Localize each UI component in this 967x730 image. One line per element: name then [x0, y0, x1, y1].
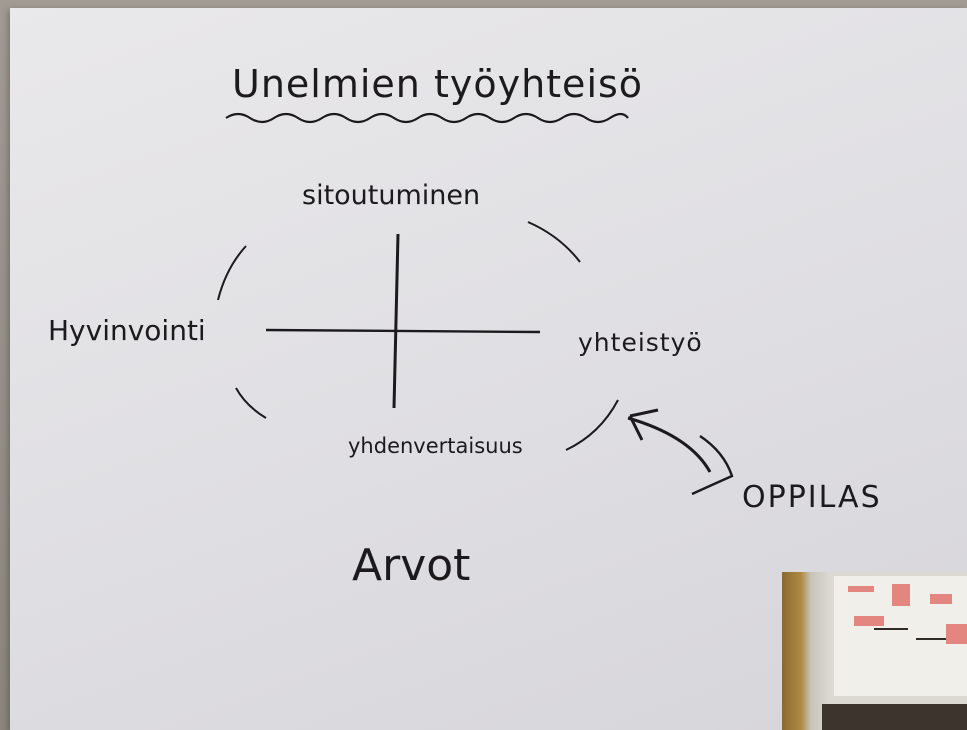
quadrant-right-label: yhteistyö — [578, 328, 703, 357]
quadrant-top-label: sitoutuminen — [302, 180, 481, 211]
arc-bottom-left — [235, 387, 267, 419]
pinned-sheet — [834, 576, 967, 696]
student-label: OPPILAS — [742, 480, 882, 515]
arrow-lower-chevron — [691, 435, 734, 496]
dark-object — [822, 704, 967, 730]
title-text: Unelmien työyhteisö — [232, 62, 644, 106]
quadrant-left-label: Hyvinvointi — [48, 314, 206, 347]
arc-top-left — [217, 245, 247, 301]
quadrant-bottom-label: yhdenvertaisuus — [348, 434, 523, 458]
center-label: Arvot — [352, 540, 471, 591]
arc-top-right — [527, 221, 581, 263]
background-board-corner — [782, 572, 967, 730]
title-wavy-underline — [225, 112, 629, 124]
cross-horizontal-line — [265, 328, 541, 334]
arrow-head-upper — [628, 408, 659, 441]
wooden-frame — [782, 572, 830, 730]
cross-vertical-line — [392, 233, 400, 409]
arc-bottom-right — [565, 399, 619, 451]
arrow-shaft — [627, 416, 712, 473]
